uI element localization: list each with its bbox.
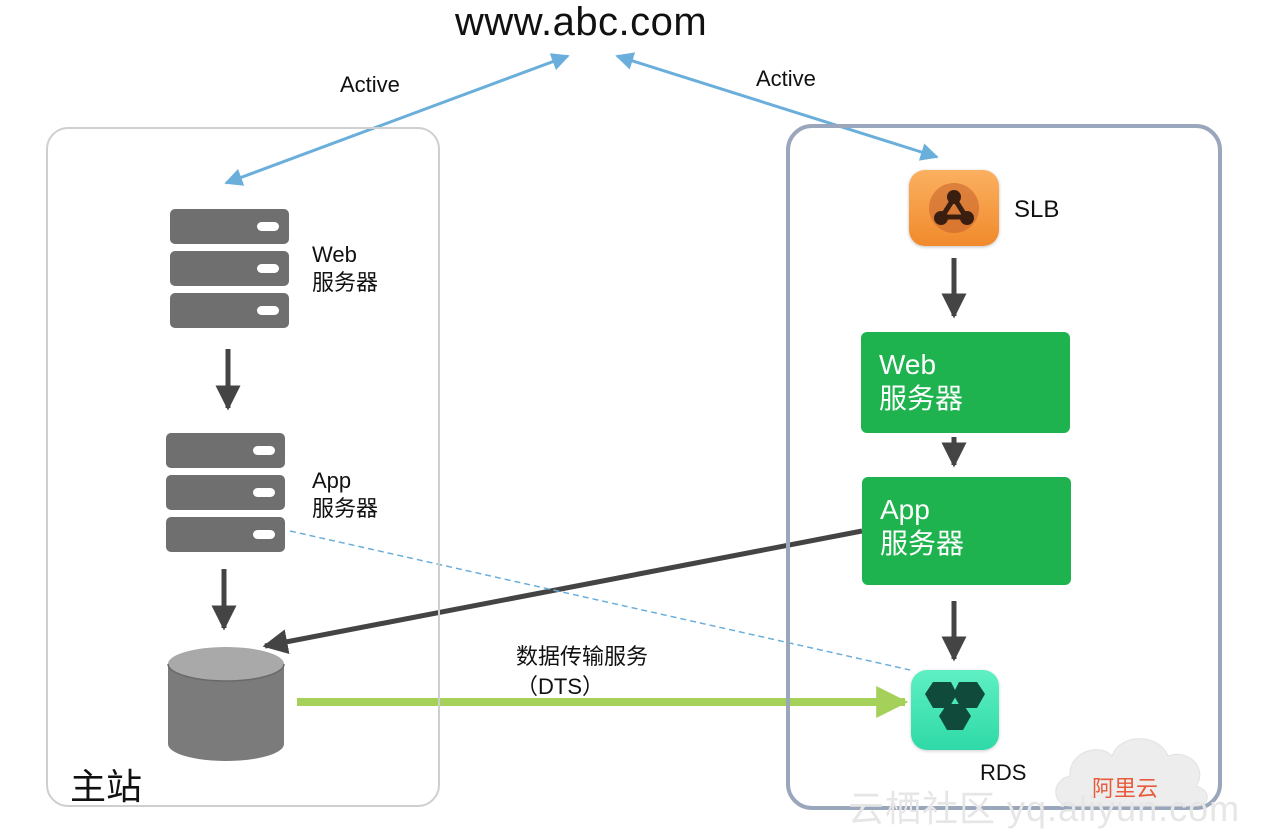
active-link-left [224, 53, 570, 186]
web-server-label-line1: Web [312, 242, 357, 267]
domain-title: www.abc.com [455, 0, 708, 44]
main-site-label: 主站 [70, 766, 143, 807]
active-label-right: Active [756, 66, 816, 91]
active-label-left: Active [340, 72, 400, 97]
web-server-label: Web 服务器 [312, 241, 378, 297]
web-server-icon [170, 209, 289, 328]
main-site-container [46, 127, 440, 807]
dts-label-line1: 数据传输服务 [516, 644, 649, 669]
cloud-app-label-line2: 服务器 [880, 528, 965, 559]
app-server-icon [166, 433, 285, 552]
dts-label: 数据传输服务 （DTS） [516, 642, 648, 702]
cloud-app-label-line1: App [880, 494, 930, 525]
cloud-web-server-box: Web 服务器 [861, 332, 1070, 433]
rds-label: RDS [980, 760, 1027, 785]
aliyun-container [786, 124, 1222, 810]
cloud-web-label-line2: 服务器 [879, 383, 964, 414]
database-icon [167, 647, 285, 761]
cloud-web-label-line1: Web [879, 349, 937, 380]
active-link-right [615, 52, 939, 161]
app-server-label: App 服务器 [312, 467, 378, 523]
arrow-cloud-app-to-db [262, 528, 863, 655]
dts-label-line2: （DTS） [516, 674, 605, 699]
rds-icon [911, 670, 999, 750]
watermark-text: 云栖社区 yq.aliyun.com [848, 788, 1241, 829]
dashed-app-to-rds [289, 530, 911, 671]
app-server-label-line2: 服务器 [312, 496, 379, 521]
cloud-app-server-box: App 服务器 [862, 477, 1071, 585]
slb-icon [909, 170, 999, 246]
app-server-label-line1: App [312, 468, 352, 493]
web-server-label-line2: 服务器 [312, 270, 379, 295]
aliyun-cloud-label: 阿里云 [1092, 776, 1159, 801]
slb-label: SLB [1014, 196, 1060, 223]
